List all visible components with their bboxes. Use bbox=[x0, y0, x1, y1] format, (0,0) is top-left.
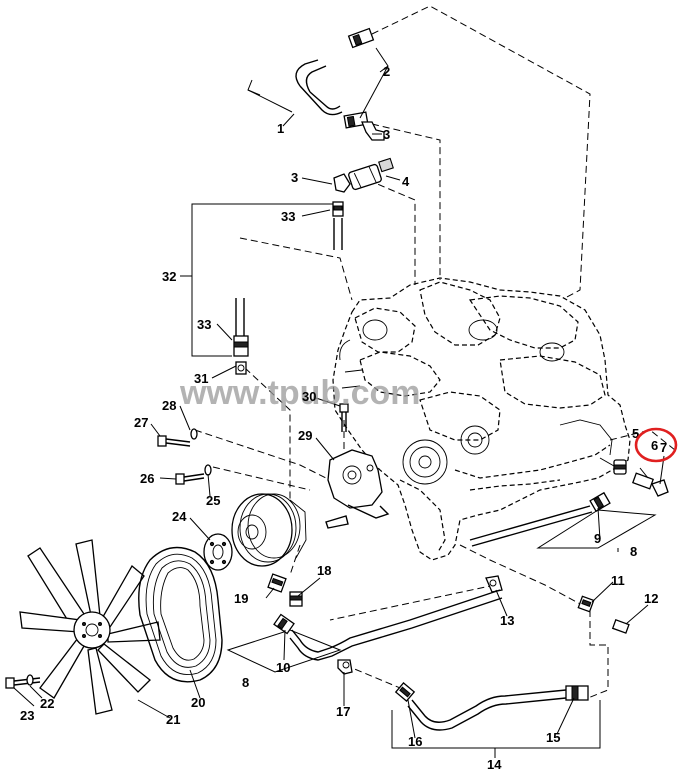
fan-21 bbox=[19, 539, 161, 715]
callout-30: 30 bbox=[302, 389, 316, 404]
fitting-10 bbox=[273, 613, 295, 635]
callout-3-lower: 3 bbox=[291, 170, 298, 185]
pulley-hub-24 bbox=[203, 533, 233, 571]
brackets bbox=[180, 79, 657, 758]
callout-25: 25 bbox=[206, 493, 220, 508]
hose-assembly-14 bbox=[394, 681, 589, 731]
callout-2: 2 bbox=[383, 64, 390, 79]
fitting-11 bbox=[577, 595, 595, 613]
hose-1 bbox=[295, 59, 343, 116]
fitting-12 bbox=[611, 619, 630, 634]
callout-33-lower: 33 bbox=[197, 317, 211, 332]
callout-13: 13 bbox=[500, 613, 514, 628]
callout-15: 15 bbox=[546, 730, 560, 745]
washer-25 bbox=[204, 464, 212, 476]
clamp-13 bbox=[485, 575, 503, 593]
callout-8-right: 8 bbox=[630, 544, 637, 559]
callout-17: 17 bbox=[336, 704, 350, 719]
callout-33-upper: 33 bbox=[281, 209, 295, 224]
callout-16: 16 bbox=[408, 734, 422, 749]
hose-9 bbox=[469, 491, 611, 547]
callout-27: 27 bbox=[134, 415, 148, 430]
callout-1: 1 bbox=[277, 121, 284, 136]
washer-28 bbox=[190, 428, 198, 440]
fitting-19 bbox=[267, 573, 287, 593]
callout-28: 28 bbox=[162, 398, 176, 413]
callout-20: 20 bbox=[191, 695, 205, 710]
clamp-17 bbox=[337, 659, 353, 675]
fitting-6 bbox=[631, 472, 655, 490]
callout-18: 18 bbox=[317, 563, 331, 578]
callout-22: 22 bbox=[40, 696, 54, 711]
callout-9: 9 bbox=[594, 531, 601, 546]
belt-20 bbox=[138, 546, 223, 683]
water-pump-pulley bbox=[231, 493, 307, 567]
callout-3-upper: 3 bbox=[383, 127, 390, 142]
washer-22 bbox=[26, 674, 34, 686]
callout-10: 10 bbox=[276, 660, 290, 675]
mount-bracket-29 bbox=[325, 449, 390, 529]
callout-19: 19 bbox=[234, 591, 248, 606]
callout-4: 4 bbox=[402, 174, 410, 189]
fuel-filter-4 bbox=[348, 157, 394, 191]
bolt-23 bbox=[5, 677, 41, 689]
highlight-circle bbox=[634, 427, 678, 463]
connection-lines bbox=[194, 5, 676, 699]
callout-labels: 1 2 3 3 4 5 6 7 8 8 9 10 11 12 13 14 15 … bbox=[20, 64, 667, 772]
callout-7: 7 bbox=[660, 440, 667, 455]
elbow-3-upper bbox=[361, 121, 385, 141]
watermark-text: www.tpub.com bbox=[179, 374, 421, 412]
bolt-26 bbox=[175, 473, 205, 485]
callout-24: 24 bbox=[172, 509, 187, 524]
elbow-3-lower bbox=[333, 173, 351, 193]
callout-6: 6 bbox=[651, 438, 658, 453]
callout-14: 14 bbox=[487, 757, 502, 772]
callout-23: 23 bbox=[20, 708, 34, 723]
bolt-27 bbox=[157, 435, 191, 447]
callout-32: 32 bbox=[162, 269, 176, 284]
hose-lower-left bbox=[289, 589, 503, 661]
bolt-30 bbox=[339, 403, 349, 432]
fitting-31 bbox=[235, 361, 247, 375]
fitting-33-upper bbox=[332, 201, 344, 250]
callout-21: 21 bbox=[166, 712, 180, 727]
callout-12: 12 bbox=[644, 591, 658, 606]
callout-5: 5 bbox=[632, 426, 639, 441]
callout-8-left: 8 bbox=[242, 675, 249, 690]
callout-11: 11 bbox=[611, 573, 625, 588]
callout-26: 26 bbox=[140, 471, 154, 486]
fitting-5 bbox=[613, 459, 627, 475]
callout-31: 31 bbox=[194, 371, 208, 386]
fitting-2 bbox=[343, 27, 375, 129]
fitting-33-lower bbox=[233, 298, 249, 357]
callout-29: 29 bbox=[298, 428, 312, 443]
